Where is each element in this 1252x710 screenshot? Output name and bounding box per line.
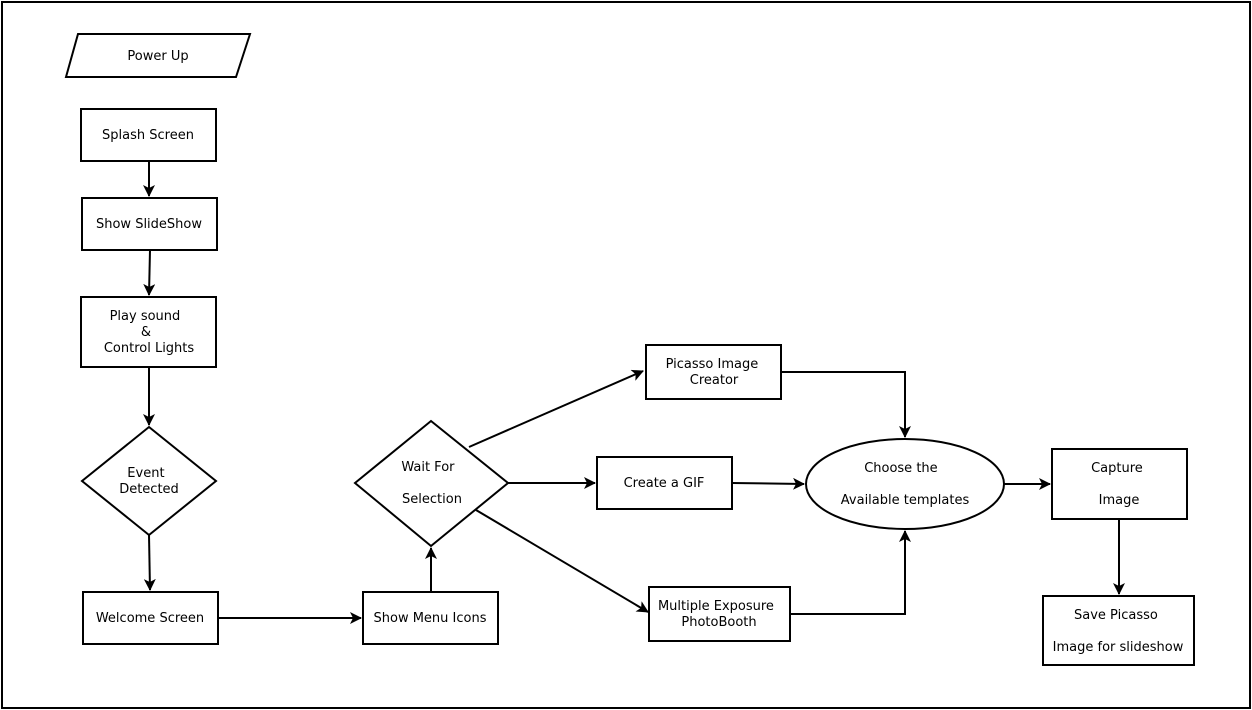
edge-wait-to-picasso — [468, 369, 644, 448]
choose-templates-shape — [805, 438, 1005, 530]
multiple-exposure-node: Multiple Exposure PhotoBooth — [648, 586, 791, 642]
create-gif-label: Create a GIF — [624, 476, 705, 491]
show-slideshow-shape — [81, 197, 218, 251]
edges — [143, 161, 1125, 624]
create-gif-shape — [596, 456, 733, 510]
edge-event-to-welcome — [143, 534, 156, 591]
picasso-image-creator-node: Picasso Image Creator — [645, 344, 782, 400]
show-menu-icons-shape — [362, 591, 499, 645]
capture-image-label: Capture Image — [1091, 461, 1147, 508]
edge-multiple-exposure-to-templates — [790, 530, 911, 615]
power-up-label: Power Up — [127, 49, 188, 64]
capture-image-node: Capture Image — [1051, 448, 1188, 520]
event-detected-shape — [80, 425, 218, 537]
wait-for-selection-label: Wait For Selection — [401, 460, 462, 507]
splash-screen-label: Splash Screen — [102, 128, 194, 143]
capture-image-shape — [1051, 448, 1188, 520]
show-menu-icons-node: Show Menu Icons — [362, 591, 499, 645]
multiple-exposure-label: Multiple Exposure PhotoBooth — [658, 599, 778, 630]
power-up-shape — [64, 33, 252, 78]
event-detected-node: Event Detected — [80, 425, 218, 537]
edge-gif-to-templates — [731, 477, 805, 490]
power-up-node: Power Up — [64, 33, 252, 78]
picasso-image-creator-label: Picasso Image Creator — [666, 357, 763, 388]
play-sound-node: Play sound & Control Lights — [80, 296, 217, 368]
play-sound-shape — [80, 296, 217, 368]
show-menu-icons-label: Show Menu Icons — [374, 611, 487, 626]
splash-screen-shape — [80, 108, 217, 162]
show-slideshow-node: Show SlideShow — [81, 197, 218, 251]
splash-screen-node: Splash Screen — [80, 108, 217, 162]
wait-for-selection-shape — [353, 419, 510, 548]
save-picasso-node: Save Picasso Image for slideshow — [1042, 595, 1195, 666]
wait-for-selection-node: Wait For Selection — [353, 419, 510, 548]
save-picasso-label: Save Picasso Image for slideshow — [1053, 608, 1184, 655]
picasso-image-creator-shape — [645, 344, 782, 400]
show-slideshow-label: Show SlideShow — [96, 217, 202, 232]
choose-templates-node: Choose the Available templates — [805, 438, 1005, 530]
play-sound-label: Play sound & Control Lights — [104, 309, 195, 356]
choose-templates-label: Choose the Available templates — [841, 461, 970, 508]
edge-picasso-to-templates — [781, 371, 911, 438]
welcome-screen-node: Welcome Screen — [82, 591, 219, 645]
welcome-screen-label: Welcome Screen — [96, 611, 204, 626]
multiple-exposure-shape — [648, 586, 791, 642]
edge-slideshow-to-play-sound — [143, 249, 156, 296]
welcome-screen-shape — [82, 591, 219, 645]
event-detected-label: Event Detected — [119, 466, 179, 497]
save-picasso-shape — [1042, 595, 1195, 666]
edge-wait-to-multiple-exposure — [475, 509, 649, 613]
create-gif-node: Create a GIF — [596, 456, 733, 510]
